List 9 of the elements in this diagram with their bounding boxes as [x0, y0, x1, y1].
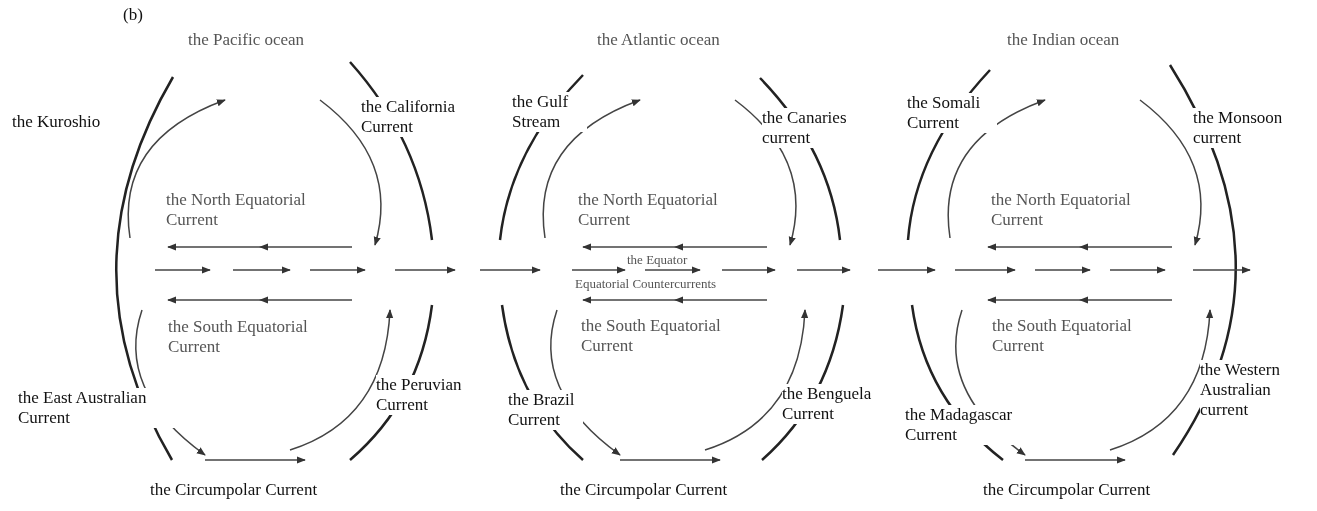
current-label: the Gulf Stream [512, 92, 587, 132]
current-label: the Somali Current [907, 93, 997, 133]
panel-letter: (b) [123, 5, 143, 25]
equator-label: the Equator [627, 252, 688, 267]
current-label: the Circumpolar Current [983, 480, 1151, 500]
current-label: Equatorial Countercurrents [575, 276, 717, 291]
current-label: the Circumpolar Current [150, 480, 318, 500]
current-label: the Brazil Current [508, 390, 583, 430]
current-label: the Circumpolar Current [560, 480, 728, 500]
